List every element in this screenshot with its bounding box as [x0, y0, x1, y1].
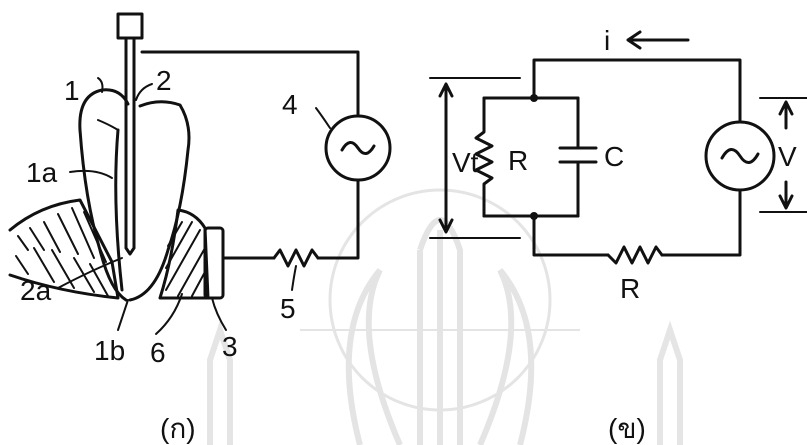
caption-panel-a: (ก)	[160, 413, 196, 444]
label-generator: 4	[282, 89, 298, 120]
label-source-voltage: V	[778, 141, 797, 172]
node-bottom	[530, 212, 538, 220]
label-electrode: 3	[222, 331, 238, 362]
rc-rails	[482, 96, 580, 218]
leader-1	[97, 77, 104, 93]
leader-2	[135, 83, 153, 101]
series-resistor	[606, 245, 664, 265]
label-probe: 2	[156, 65, 172, 96]
wire-top	[140, 50, 360, 118]
label-tooth-part-a: 1a	[26, 157, 58, 188]
wire-b-top	[532, 58, 742, 124]
label-gum: 6	[150, 337, 166, 368]
label-resistor: 5	[280, 293, 296, 324]
gum-right	[158, 208, 210, 300]
label-series-resistor: R	[620, 273, 640, 304]
leader-4	[315, 107, 331, 129]
leader-1b	[117, 299, 129, 331]
electrode	[203, 226, 225, 300]
panel-b-circuit	[429, 30, 807, 265]
capacitor	[558, 96, 598, 218]
current-arrow	[626, 30, 690, 50]
watermark-emblem	[207, 188, 683, 445]
probe	[116, 12, 144, 256]
leader-5	[291, 265, 297, 291]
label-tooth: 1	[64, 75, 80, 106]
v-extension-lines	[759, 97, 807, 213]
label-probe-tip: 2a	[20, 275, 52, 306]
vt-extension-lines	[429, 77, 521, 239]
resistor-5	[272, 248, 320, 268]
wire-b-right	[660, 188, 742, 257]
leader-2a	[57, 257, 123, 289]
leader-1a	[69, 169, 113, 179]
node-top	[530, 94, 538, 102]
vt-arrow	[438, 82, 454, 234]
label-capacitor: C	[604, 141, 624, 172]
label-parallel-resistor: R	[508, 145, 528, 176]
v-arrow	[778, 100, 794, 210]
wire-b-bottom	[532, 214, 610, 257]
label-current: i	[604, 25, 610, 56]
panel-a-drawing	[8, 12, 392, 335]
generator-wave	[340, 141, 376, 155]
leader-6	[155, 293, 183, 335]
wire-right	[316, 178, 360, 260]
caption-panel-b: (ข)	[608, 413, 646, 444]
leader-3	[211, 297, 227, 331]
source-wave	[720, 148, 760, 164]
label-tooth-voltage: Vt	[452, 147, 479, 178]
parallel-resistor	[474, 96, 494, 218]
label-tooth-part-b: 1b	[94, 335, 125, 366]
